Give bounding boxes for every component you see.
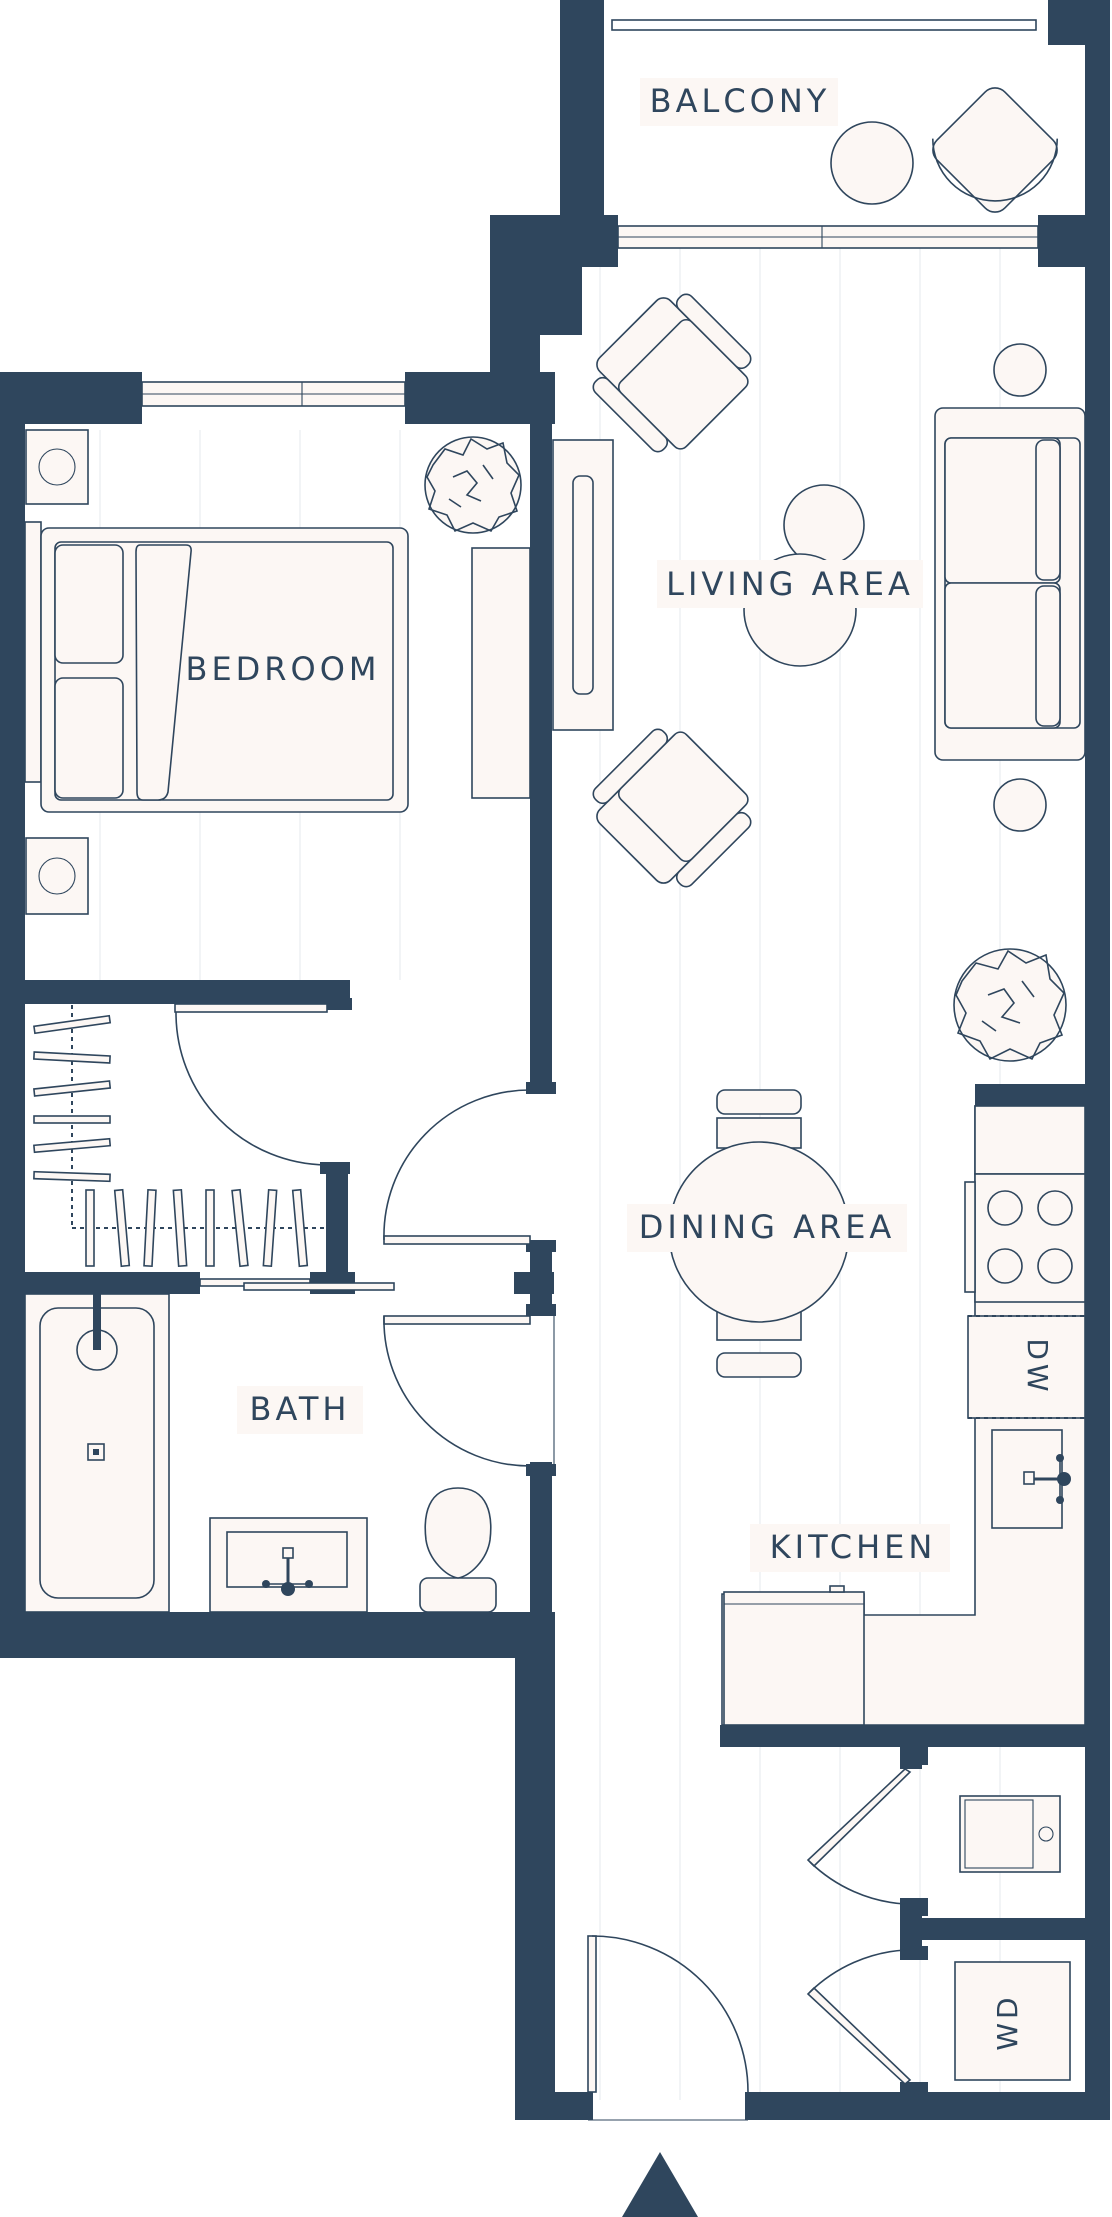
living-furniture (552, 293, 1086, 888)
label-kitchen: KITCHEN (770, 1528, 937, 1566)
entrance-arrow-icon (622, 2152, 698, 2217)
potted-plant-icon (424, 436, 522, 534)
label-dining-area: DINING AREA (639, 1208, 896, 1246)
room-labels: BALCONY LIVING AREA BEDROOM DINING AREA … (185, 78, 1054, 2051)
walls (0, 0, 1110, 2120)
entry-door (587, 1935, 749, 2121)
laundry (806, 1768, 1071, 2086)
balcony-furniture (830, 87, 1059, 213)
potted-plant-icon (953, 948, 1067, 1062)
kitchen (721, 1105, 1086, 1726)
label-bath: BATH (250, 1390, 351, 1428)
closet (33, 1003, 395, 1291)
nightstand (25, 429, 89, 505)
label-washer-dryer: WD (991, 1993, 1024, 2050)
balcony-table (830, 121, 914, 205)
label-dishwasher: DW (1021, 1338, 1054, 1395)
label-balcony: BALCONY (650, 82, 831, 120)
utility-sink (959, 1795, 1061, 1873)
balcony-chair (931, 87, 1059, 213)
stove (974, 1173, 1086, 1303)
label-bedroom: BEDROOM (185, 650, 380, 688)
washer-dryer (954, 1961, 1071, 2081)
nightstand (25, 837, 89, 915)
bath-fixtures (24, 1293, 497, 1613)
bedroom-furniture (24, 429, 531, 915)
windows (141, 19, 1039, 407)
hangers (33, 1014, 309, 1268)
dishwasher (967, 1315, 1086, 1419)
doors (383, 1089, 555, 1467)
label-living-area: LIVING AREA (666, 565, 914, 603)
